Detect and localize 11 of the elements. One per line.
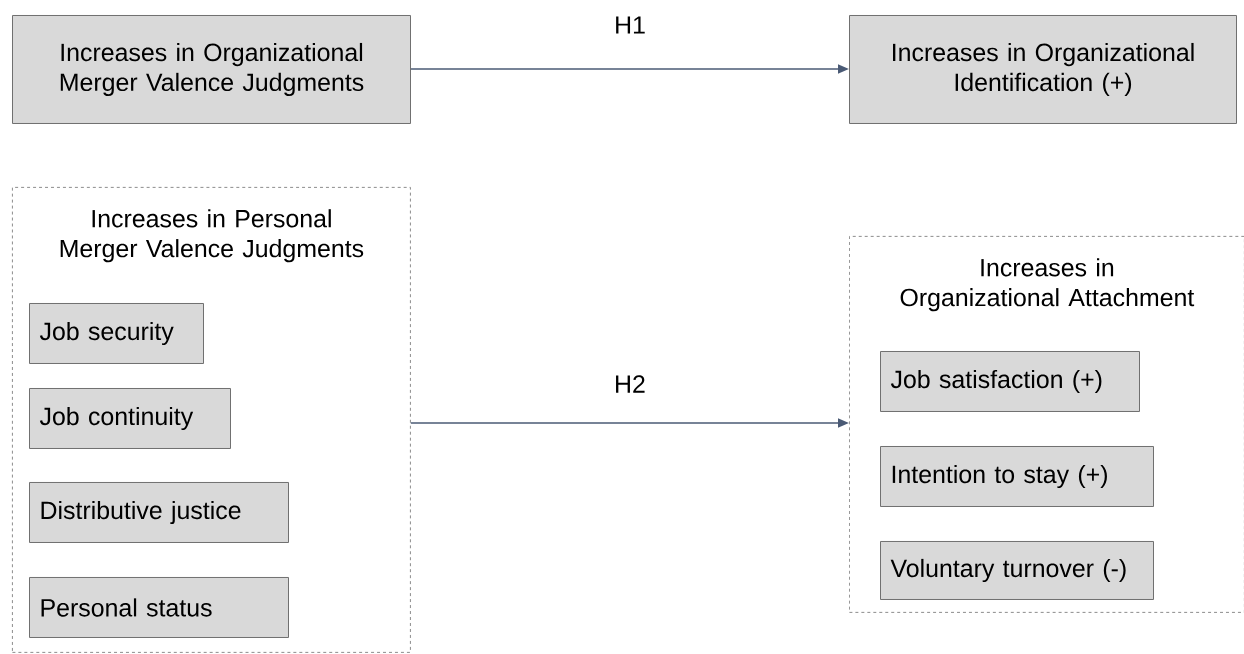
item-box: Job satisfaction (+): [880, 351, 1140, 412]
edge-label: H1: [612, 14, 648, 36]
item-box: Distributive justice: [29, 482, 289, 543]
concept-box: Increases in Organizational Identification (+): [849, 15, 1237, 124]
item-box: Voluntary turnover (-): [880, 541, 1154, 600]
item-box: Intention to stay (+): [880, 446, 1154, 507]
item-box: Personal status: [29, 577, 289, 638]
concept-box: Increases in Organizational Merger Valence Judgments: [12, 15, 411, 124]
item-box: Job continuity: [29, 388, 231, 449]
item-box: Job security: [29, 303, 204, 364]
edge-label: H2: [612, 373, 648, 395]
